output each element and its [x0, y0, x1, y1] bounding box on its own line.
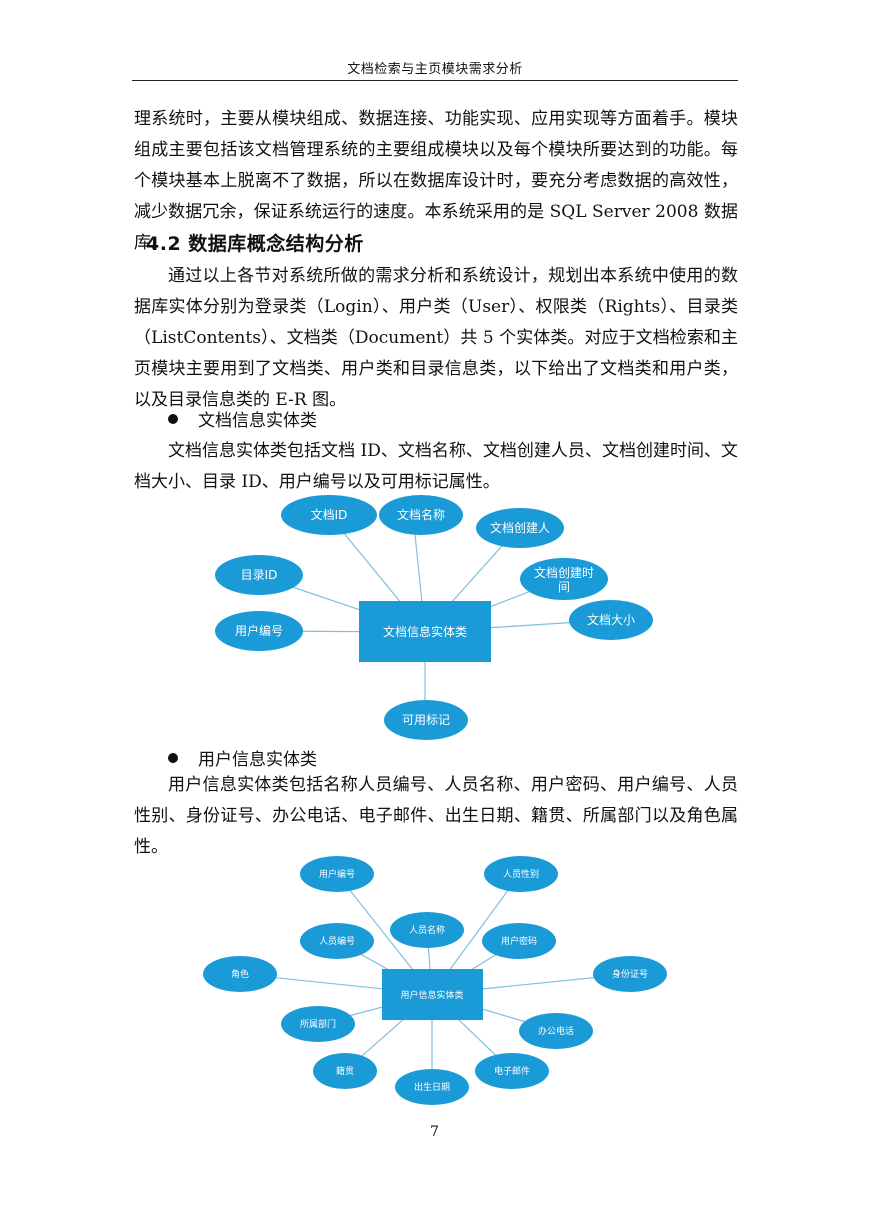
attribute-label: 用户编号: [319, 868, 355, 880]
attribute-ellipse: [313, 1053, 377, 1089]
attribute-label: 可用标记: [402, 713, 450, 727]
paragraph-user-entity: 用户信息实体类包括名称人员编号、人员名称、用户密码、用户编号、人员性别、身份证号…: [134, 775, 738, 857]
attribute-ellipse: [384, 700, 468, 740]
attribute-ellipse: [593, 956, 667, 992]
document-er-diagram: 文档信息实体类 文档ID 文档名称 文档创建人 文档创建时 间 目录ID 文档大…: [215, 495, 653, 740]
bullet-label: 用户信息实体类: [198, 750, 317, 770]
attribute-label: 间: [558, 580, 570, 594]
attribute-ellipse: [281, 1006, 355, 1042]
attribute-label: 出生日期: [414, 1081, 450, 1093]
attribute-ellipse: [215, 555, 303, 595]
attribute-ellipse: [300, 923, 374, 959]
entity-box: [382, 969, 483, 1020]
attribute-ellipse: [484, 856, 558, 892]
header-rule: [132, 80, 738, 81]
paragraph-document-entity: 文档信息实体类包括文档 ID、文档名称、文档创建人员、文档创建时间、文档大小、目…: [134, 441, 738, 492]
attribute-ellipse: [390, 912, 464, 948]
attribute-label: 用户密码: [501, 935, 537, 947]
entity-box: [359, 601, 491, 662]
attribute-ellipse: [520, 558, 608, 600]
attribute-label: 籍贯: [336, 1065, 354, 1077]
attribute-ellipse: [281, 495, 377, 535]
attribute-ellipse: [379, 495, 463, 535]
attribute-label: 人员名称: [409, 924, 445, 936]
attribute-ellipse: [300, 856, 374, 892]
attribute-label: 人员性别: [503, 868, 539, 880]
attribute-label: 文档创建人: [490, 520, 550, 535]
entity-label: 用户信息实体类: [400, 989, 463, 1001]
attribute-ellipse: [203, 956, 277, 992]
attribute-label: 目录ID: [241, 568, 278, 582]
section-heading: 4.2 数据库概念结构分析: [146, 233, 364, 255]
user-er-diagram: 用户信息实体类 用户编号 人员性别 人员名称 人员编号 用户密码 角色 身份证号…: [203, 856, 667, 1105]
attribute-label: 文档创建时: [534, 565, 594, 580]
attribute-label: 办公电话: [538, 1025, 574, 1037]
attribute-ellipse: [482, 923, 556, 959]
paragraph-intro: 理系统时，主要从模块组成、数据连接、功能实现、应用实现等方面着手。模块组成主要包…: [134, 109, 738, 253]
attribute-label: 身份证号: [612, 968, 648, 980]
attribute-ellipse: [569, 600, 653, 640]
attribute-label: 所属部门: [300, 1018, 336, 1030]
bullet-dot: [168, 753, 178, 763]
attribute-ellipse: [395, 1069, 469, 1105]
attribute-ellipse: [519, 1013, 593, 1049]
bullet-label: 文档信息实体类: [198, 411, 317, 431]
attribute-label: 文档名称: [397, 507, 445, 522]
running-header: 文档检索与主页模块需求分析: [347, 62, 523, 77]
attribute-label: 用户编号: [235, 623, 283, 638]
entity-label: 文档信息实体类: [383, 624, 467, 639]
attribute-ellipse: [476, 508, 564, 548]
page-number: 7: [430, 1124, 439, 1140]
attribute-label: 人员编号: [319, 935, 355, 947]
attribute-ellipse: [215, 611, 303, 651]
paragraph-entities: 通过以上各节对系统所做的需求分析和系统设计，规划出本系统中使用的数据库实体分别为…: [134, 266, 738, 410]
attribute-ellipse: [475, 1053, 549, 1089]
bullet-document-entity: 文档信息实体类: [168, 406, 317, 431]
bullet-dot: [168, 414, 178, 424]
bullet-user-entity: 用户信息实体类: [168, 745, 317, 770]
attribute-label: 文档ID: [311, 507, 348, 522]
attribute-label: 电子邮件: [494, 1065, 530, 1077]
attribute-label: 文档大小: [587, 612, 635, 627]
attribute-label: 角色: [231, 968, 249, 980]
